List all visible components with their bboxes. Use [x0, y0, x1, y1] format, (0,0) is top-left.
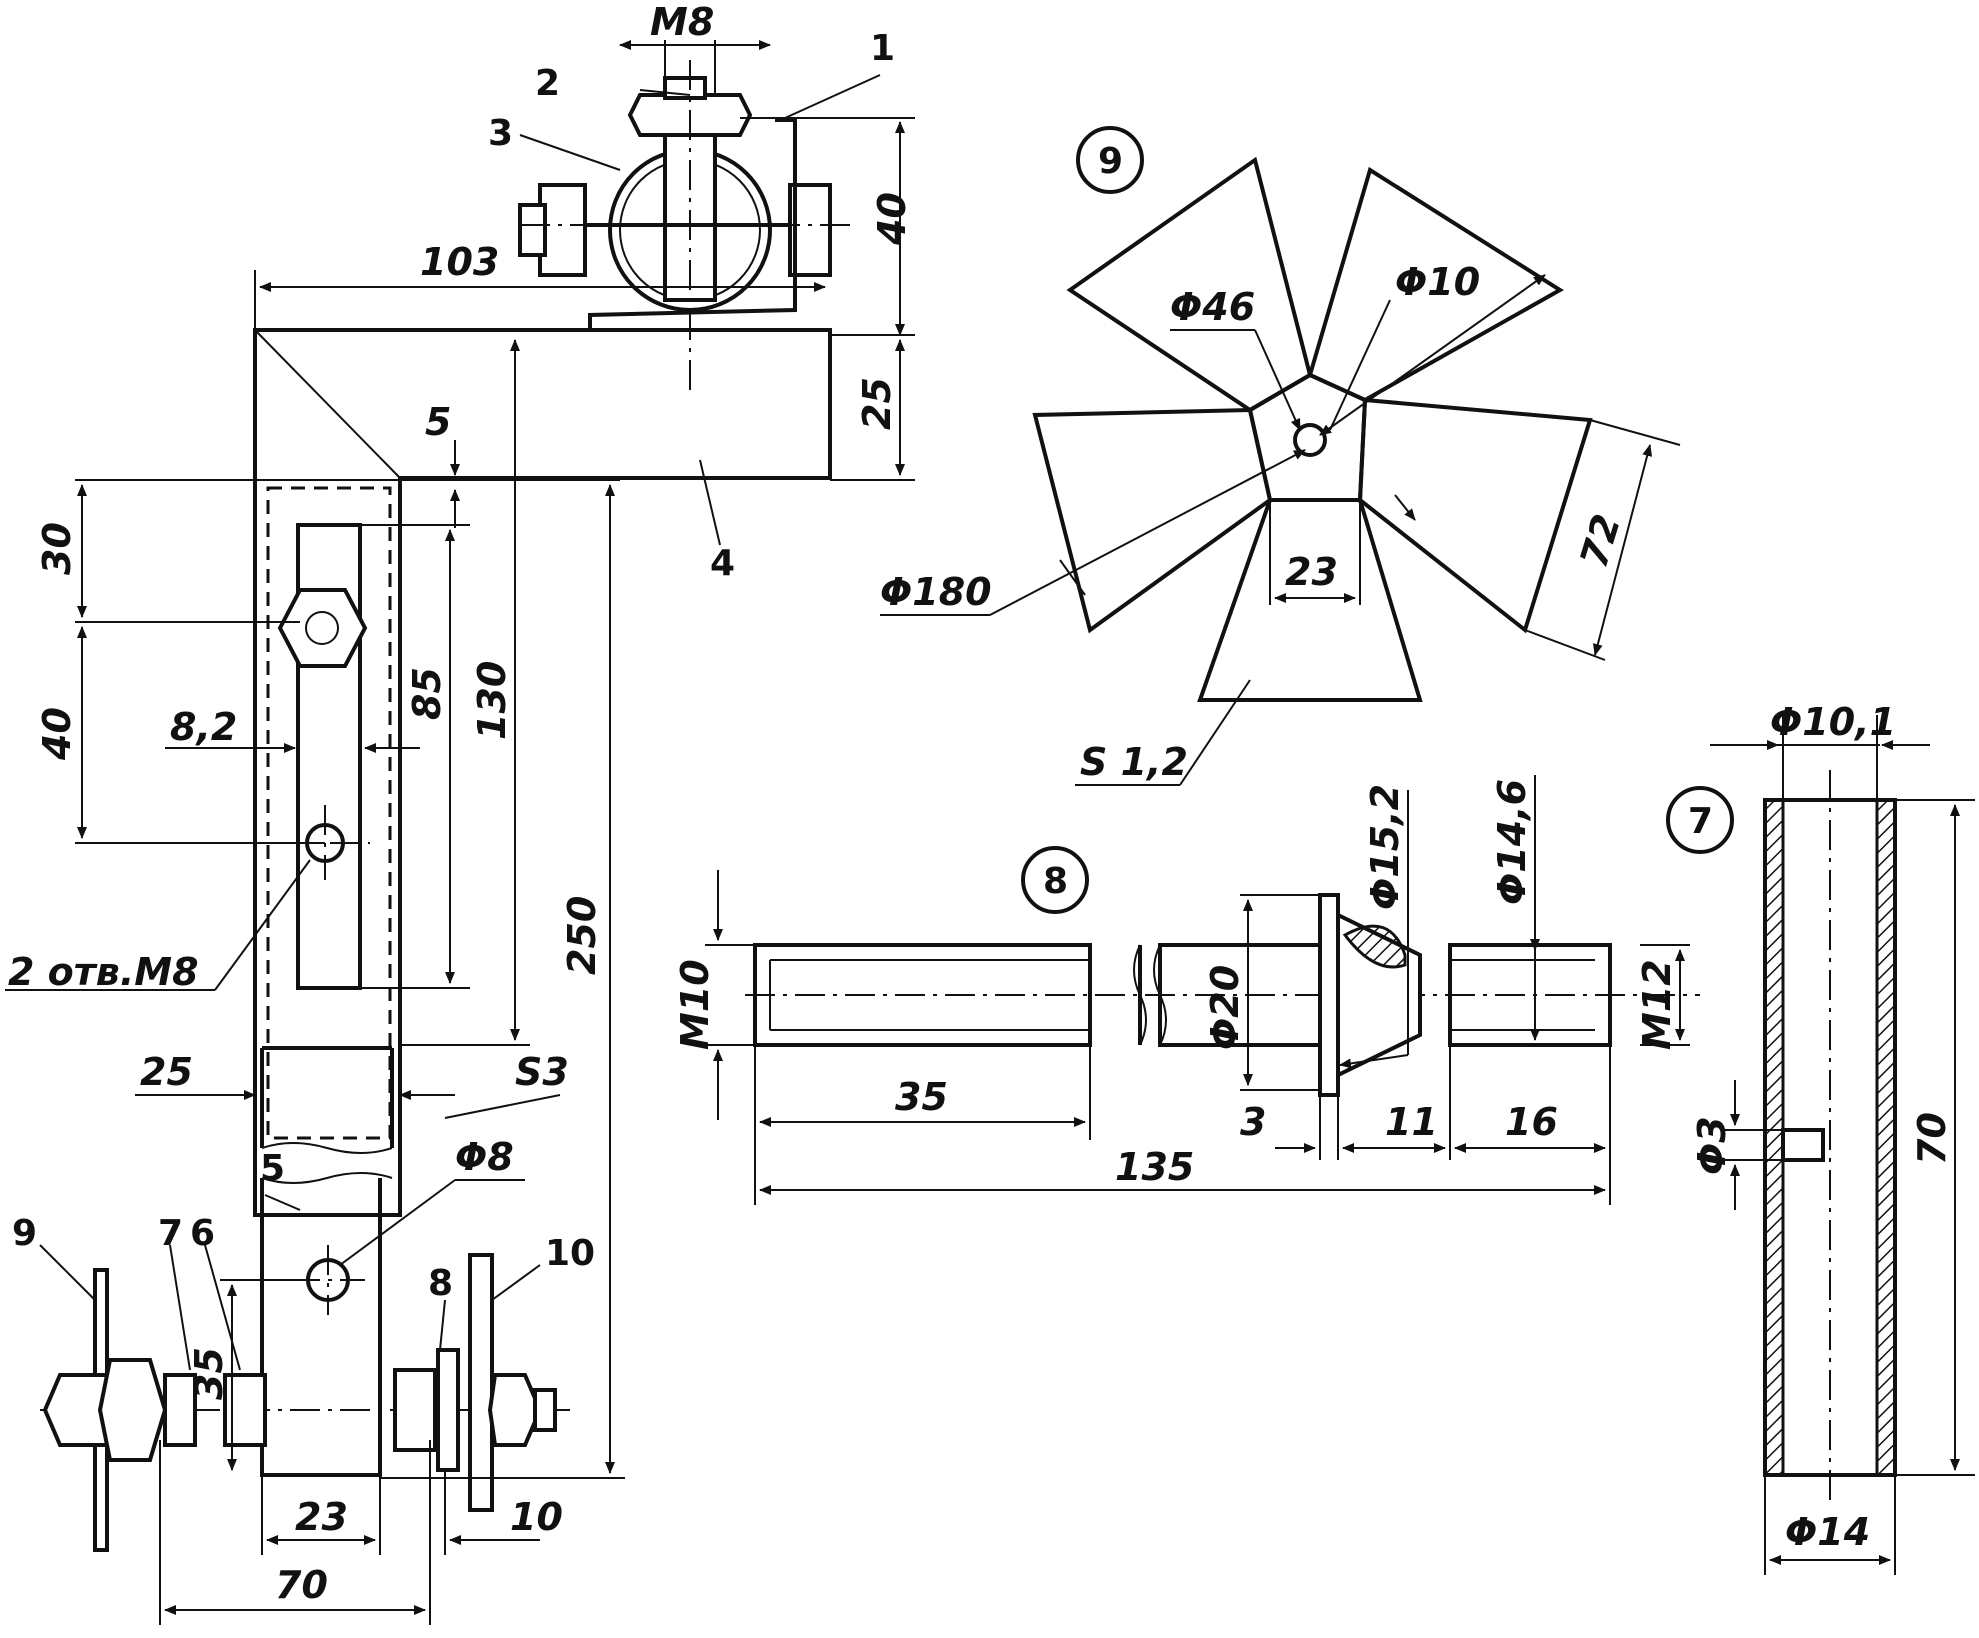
- bushing-side-hole: [1781, 1128, 1825, 1162]
- dim-70-bushing: 70: [1910, 1112, 1954, 1165]
- vertical-arm: [260, 1178, 382, 1477]
- bushing-wall-right: [1875, 798, 1897, 1477]
- bracket-assembly: 1 2 3 4 5 6 7 8 9 10 M8 40 103 25 5 30 4…: [5, 0, 915, 1625]
- part-label-1: 1: [870, 28, 895, 69]
- bushing-7: [163, 1373, 197, 1447]
- dim-25-top: 25: [855, 377, 899, 430]
- axle-m10-thread: [753, 943, 1092, 1047]
- part-label-5: 5: [260, 1148, 285, 1189]
- part-label-3: 3: [488, 113, 513, 154]
- dim-phi20: Φ20: [1203, 965, 1247, 1050]
- dim-85: 85: [405, 667, 449, 720]
- part-label-7: 7: [158, 1213, 183, 1254]
- left-nut-b: [97, 1358, 168, 1462]
- dim-72: 72: [1572, 509, 1630, 572]
- slot-nut-top: [277, 588, 368, 668]
- bracket-bend-line: [254, 329, 401, 479]
- dim-5: 5: [425, 400, 451, 444]
- fan-blade-5: [1032, 407, 1273, 634]
- clamp-bracket: [588, 118, 797, 330]
- detail-marker-7-text: 7: [1688, 801, 1713, 842]
- dim-10-bottom: 10: [510, 1495, 563, 1539]
- dim-phi46: Φ46: [1170, 285, 1255, 329]
- part-label-8: 8: [428, 1263, 453, 1304]
- dim-phi180: Φ180: [880, 570, 992, 614]
- dim-23-bottom: 23: [295, 1495, 348, 1539]
- detail-marker-9-text: 9: [1098, 141, 1123, 182]
- dim-m12: M12: [1635, 959, 1679, 1050]
- dim-m10: M10: [673, 959, 717, 1050]
- dim-70-bottom: 70: [275, 1563, 328, 1607]
- nut-8: [393, 1368, 437, 1452]
- dim-35-axle: 35: [895, 1075, 948, 1119]
- dim-40-top: 40: [870, 192, 914, 246]
- fan-detail: 9 Φ46 Φ10 Φ180 23 72 S 1,2: [880, 126, 1681, 786]
- dim-phi10: Φ10: [1395, 260, 1480, 304]
- dim-phi14-6: Φ14,6: [1490, 779, 1534, 905]
- detail-marker-8: [1021, 846, 1089, 914]
- detail-marker-7: [1666, 786, 1734, 854]
- dim-s1-2: S 1,2: [1080, 740, 1188, 784]
- dim-phi10-1: Φ10,1: [1770, 700, 1896, 744]
- fan-center-hole: [1293, 423, 1327, 457]
- part-label-6: 6: [190, 1213, 215, 1254]
- hidden-outline: [266, 486, 392, 1140]
- dim-23-fan: 23: [1285, 550, 1338, 594]
- detail-marker-8-text: 8: [1043, 861, 1068, 902]
- dim-3: 3: [1240, 1100, 1266, 1144]
- fan-blade-4: [1197, 498, 1423, 702]
- dim-11: 11: [1385, 1100, 1438, 1144]
- dim-phi15-2: Φ15,2: [1363, 784, 1407, 910]
- dim-35-left: 35: [187, 1347, 231, 1400]
- dim-40-left: 40: [35, 707, 79, 761]
- dim-m8: M8: [650, 0, 714, 44]
- detail-marker-9: [1076, 126, 1144, 194]
- part-label-4: 4: [710, 543, 735, 584]
- dim-30: 30: [35, 522, 79, 575]
- part-label-9: 9: [12, 1213, 37, 1254]
- dim-135: 135: [1115, 1145, 1194, 1189]
- dim-25-mid: 25: [140, 1050, 193, 1094]
- dim-250: 250: [560, 896, 604, 975]
- bushing-wall-left: [1763, 798, 1785, 1477]
- dim-130: 130: [470, 661, 514, 740]
- axle-collar: [1318, 893, 1340, 1097]
- dim-s3: S3: [515, 1050, 569, 1094]
- part-label-2: 2: [535, 63, 560, 104]
- pulley-10: [468, 1253, 494, 1512]
- part-label-10: 10: [545, 1233, 595, 1274]
- dim-holes-m8: 2 отв.M8: [8, 950, 199, 994]
- axle-detail: 8: [673, 775, 1700, 1205]
- dim-phi14: Φ14: [1785, 1510, 1870, 1554]
- dim-103: 103: [420, 240, 499, 284]
- dim-16: 16: [1505, 1100, 1558, 1144]
- fan-blade-3: [1357, 397, 1593, 634]
- bushing-detail: 7 Φ10,1 70 Φ3 Φ14: [1666, 700, 1975, 1575]
- dim-phi3: Φ3: [1690, 1116, 1734, 1175]
- dim-8-2: 8,2: [170, 705, 237, 749]
- dim-phi8: Φ8: [455, 1135, 514, 1179]
- right-nut: [487, 1373, 543, 1447]
